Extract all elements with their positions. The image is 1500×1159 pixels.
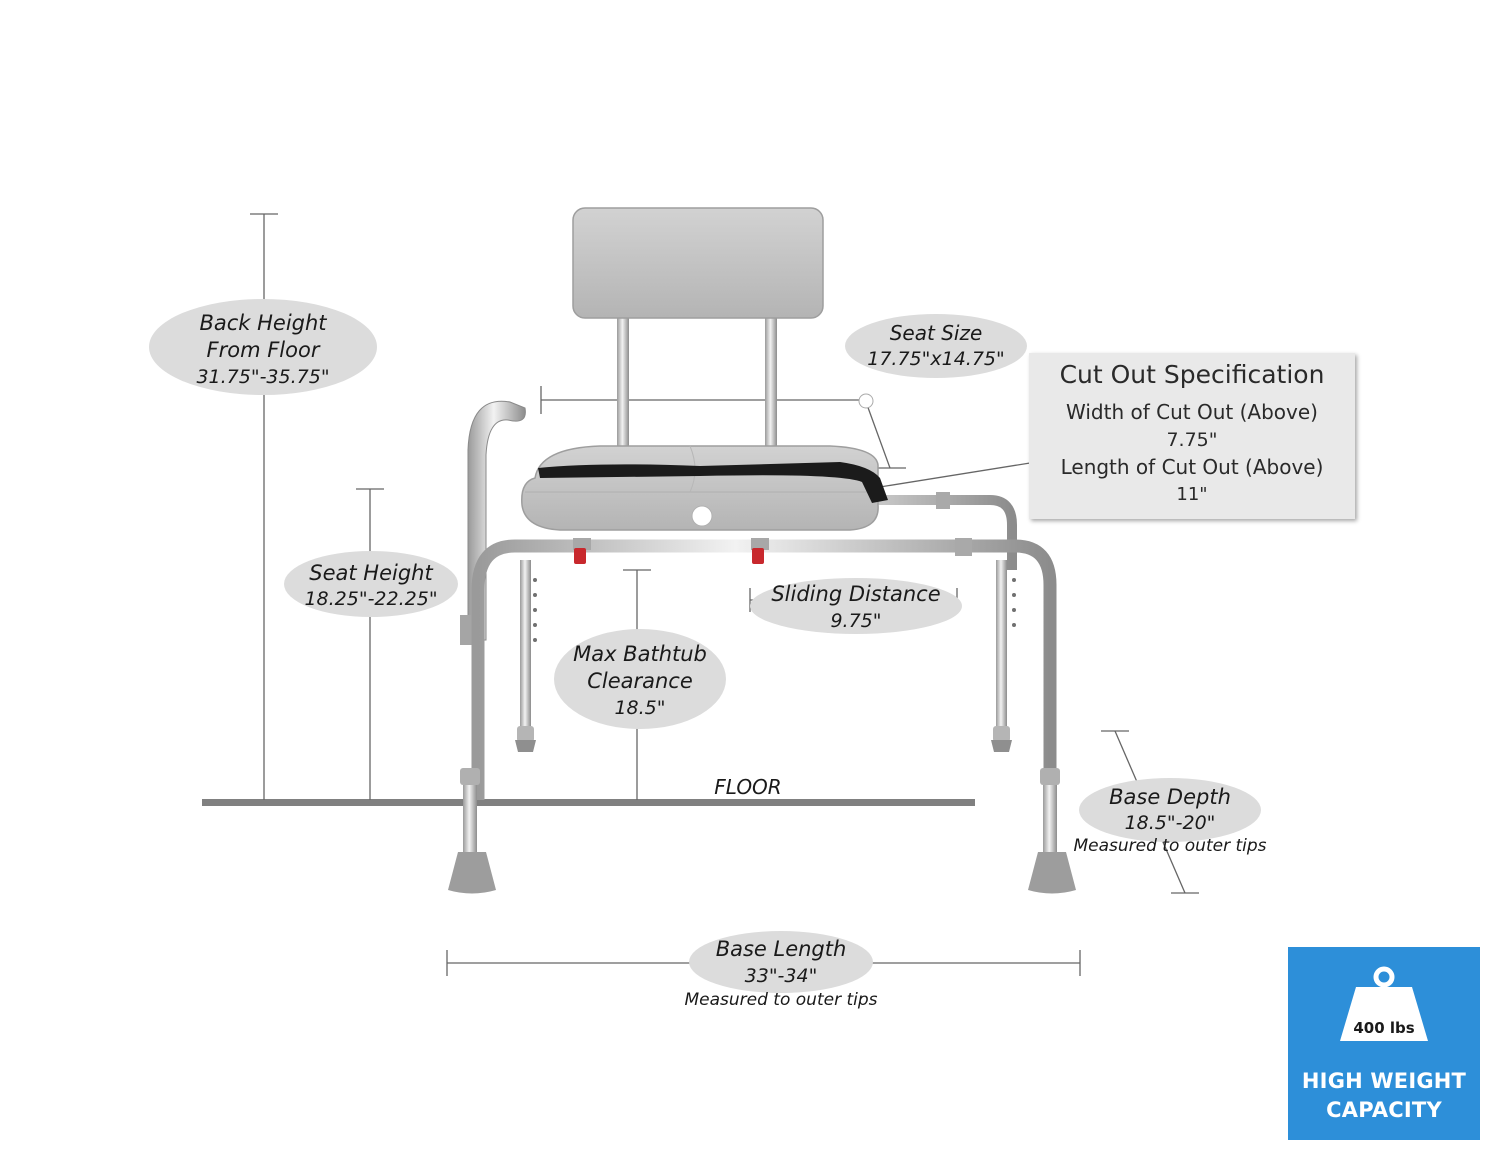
- back-height-line1: Back Height: [199, 311, 327, 335]
- seat-size-label: Seat Size 17.75"x14.75": [846, 320, 1026, 372]
- front-foot-left: [448, 852, 496, 894]
- max-bathtub-line2: Clearance: [587, 669, 693, 693]
- back-height-value: 31.75"-35.75": [196, 366, 330, 388]
- cut-out-width-label: Width of Cut Out (Above): [1066, 400, 1318, 424]
- base-depth-value: 18.5"-20": [1124, 812, 1216, 834]
- weight-capacity-badge: 400 lbs HIGH WEIGHT CAPACITY: [1288, 947, 1480, 1140]
- base-depth-label: Base Depth 18.5"-20" Measured to outer t…: [1060, 784, 1280, 856]
- base-depth-title: Base Depth: [1109, 785, 1231, 809]
- base-length-label: Base Length 33"-34" Measured to outer ti…: [671, 936, 891, 1010]
- seat-height-title: Seat Height: [309, 561, 433, 585]
- callout-ellipses: [149, 299, 1261, 993]
- seat-size-value: 17.75"x14.75": [867, 348, 1005, 370]
- transfer-bench: [448, 207, 1076, 894]
- max-bathtub-line1: Max Bathtub: [573, 642, 707, 666]
- base-depth-note: Measured to outer tips: [1073, 836, 1267, 856]
- cut-out-length-label: Length of Cut Out (Above): [1060, 455, 1324, 479]
- front-foot-right: [1028, 852, 1076, 894]
- seat-belt: [538, 462, 888, 503]
- cut-out-marker: [691, 505, 713, 527]
- floor-line: [202, 799, 975, 806]
- badge-line2: CAPACITY: [1326, 1098, 1442, 1122]
- seat-size-marker: [858, 393, 874, 409]
- seat-size-title: Seat Size: [889, 321, 983, 345]
- weight-value: 400 lbs: [1353, 1019, 1415, 1037]
- base-length-note: Measured to outer tips: [684, 990, 878, 1010]
- sliding-distance-value: 9.75": [830, 610, 882, 632]
- cut-out-length-value: 11": [1176, 484, 1208, 505]
- back-height-label: Back Height From Floor 31.75"-35.75": [163, 310, 363, 391]
- cut-out-title: Cut Out Specification: [1059, 360, 1325, 389]
- seat-height-label: Seat Height 18.25"-22.25": [281, 560, 461, 612]
- cut-out-width-value: 7.75": [1166, 429, 1218, 451]
- back-height-line2: From Floor: [206, 338, 320, 362]
- backrest: [572, 207, 824, 319]
- max-bathtub-value: 18.5": [614, 697, 666, 719]
- floor-label: FLOOR: [714, 775, 782, 799]
- seat-height-value: 18.25"-22.25": [304, 588, 438, 610]
- base-length-value: 33"-34": [744, 965, 818, 987]
- sliding-distance-label: Sliding Distance 9.75": [746, 581, 966, 635]
- base-length-title: Base Length: [715, 937, 847, 961]
- cut-out-spec-box: Cut Out Specification Width of Cut Out (…: [1029, 353, 1355, 519]
- max-bathtub-label: Max Bathtub Clearance 18.5": [555, 641, 725, 722]
- weight-icon: [1340, 966, 1428, 1041]
- badge-line1: HIGH WEIGHT: [1301, 1069, 1467, 1093]
- sliding-distance-title: Sliding Distance: [771, 582, 941, 606]
